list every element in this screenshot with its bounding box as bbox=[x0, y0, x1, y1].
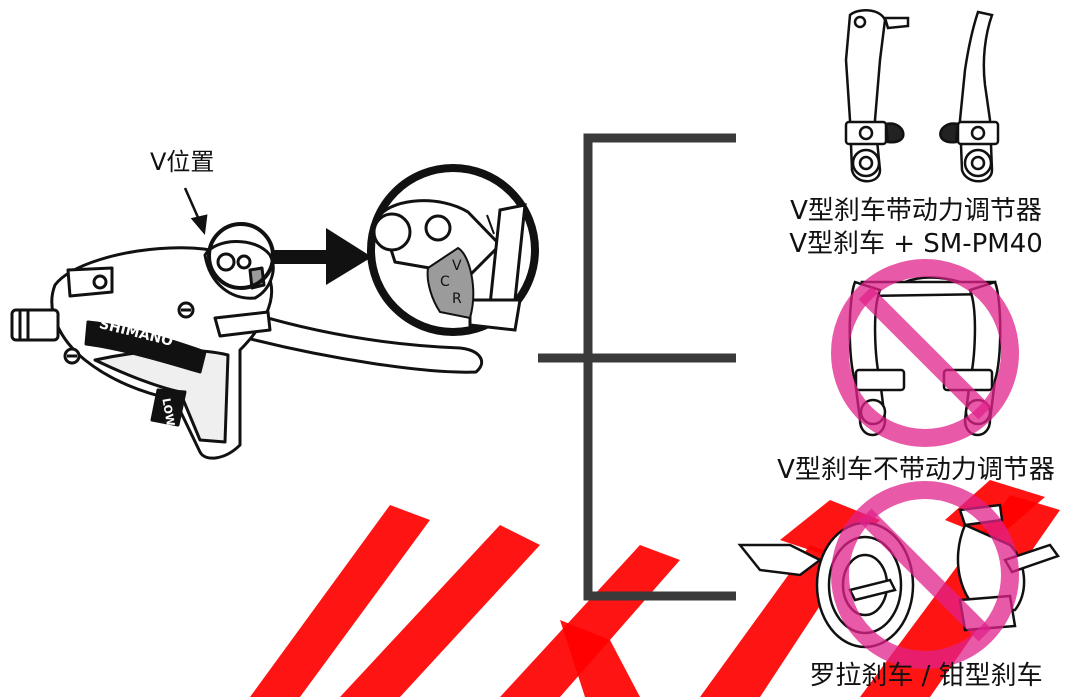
v-position-label: V位置 bbox=[150, 148, 215, 176]
zoom-mark-c: C bbox=[440, 274, 450, 290]
prohibited-icon-2 bbox=[831, 481, 1019, 669]
option-3-caption: 罗拉刹车 / 钳型刹车 bbox=[809, 661, 1043, 691]
watermark bbox=[250, 480, 1060, 697]
zoom-mark-r: R bbox=[452, 291, 462, 307]
option-1-caption-line-2: V型刹车 + SM-PM40 bbox=[789, 229, 1043, 259]
zoom-detail bbox=[367, 164, 539, 336]
lever-low-text: LOW bbox=[159, 397, 177, 427]
v-position-pointer bbox=[183, 187, 208, 235]
zoom-mark-v: V bbox=[452, 258, 462, 274]
shift-lever bbox=[10, 240, 483, 460]
option-1-caption-line-1: V型刹车带动力调节器 bbox=[790, 196, 1042, 226]
compatibility-bracket bbox=[538, 133, 736, 601]
zoom-arrow bbox=[272, 228, 372, 285]
option-2-caption: V型刹车不带动力调节器 bbox=[777, 455, 1055, 485]
v-brake-with-modulator-illustration bbox=[844, 9, 1000, 183]
prohibited-icon-1 bbox=[831, 259, 1019, 447]
